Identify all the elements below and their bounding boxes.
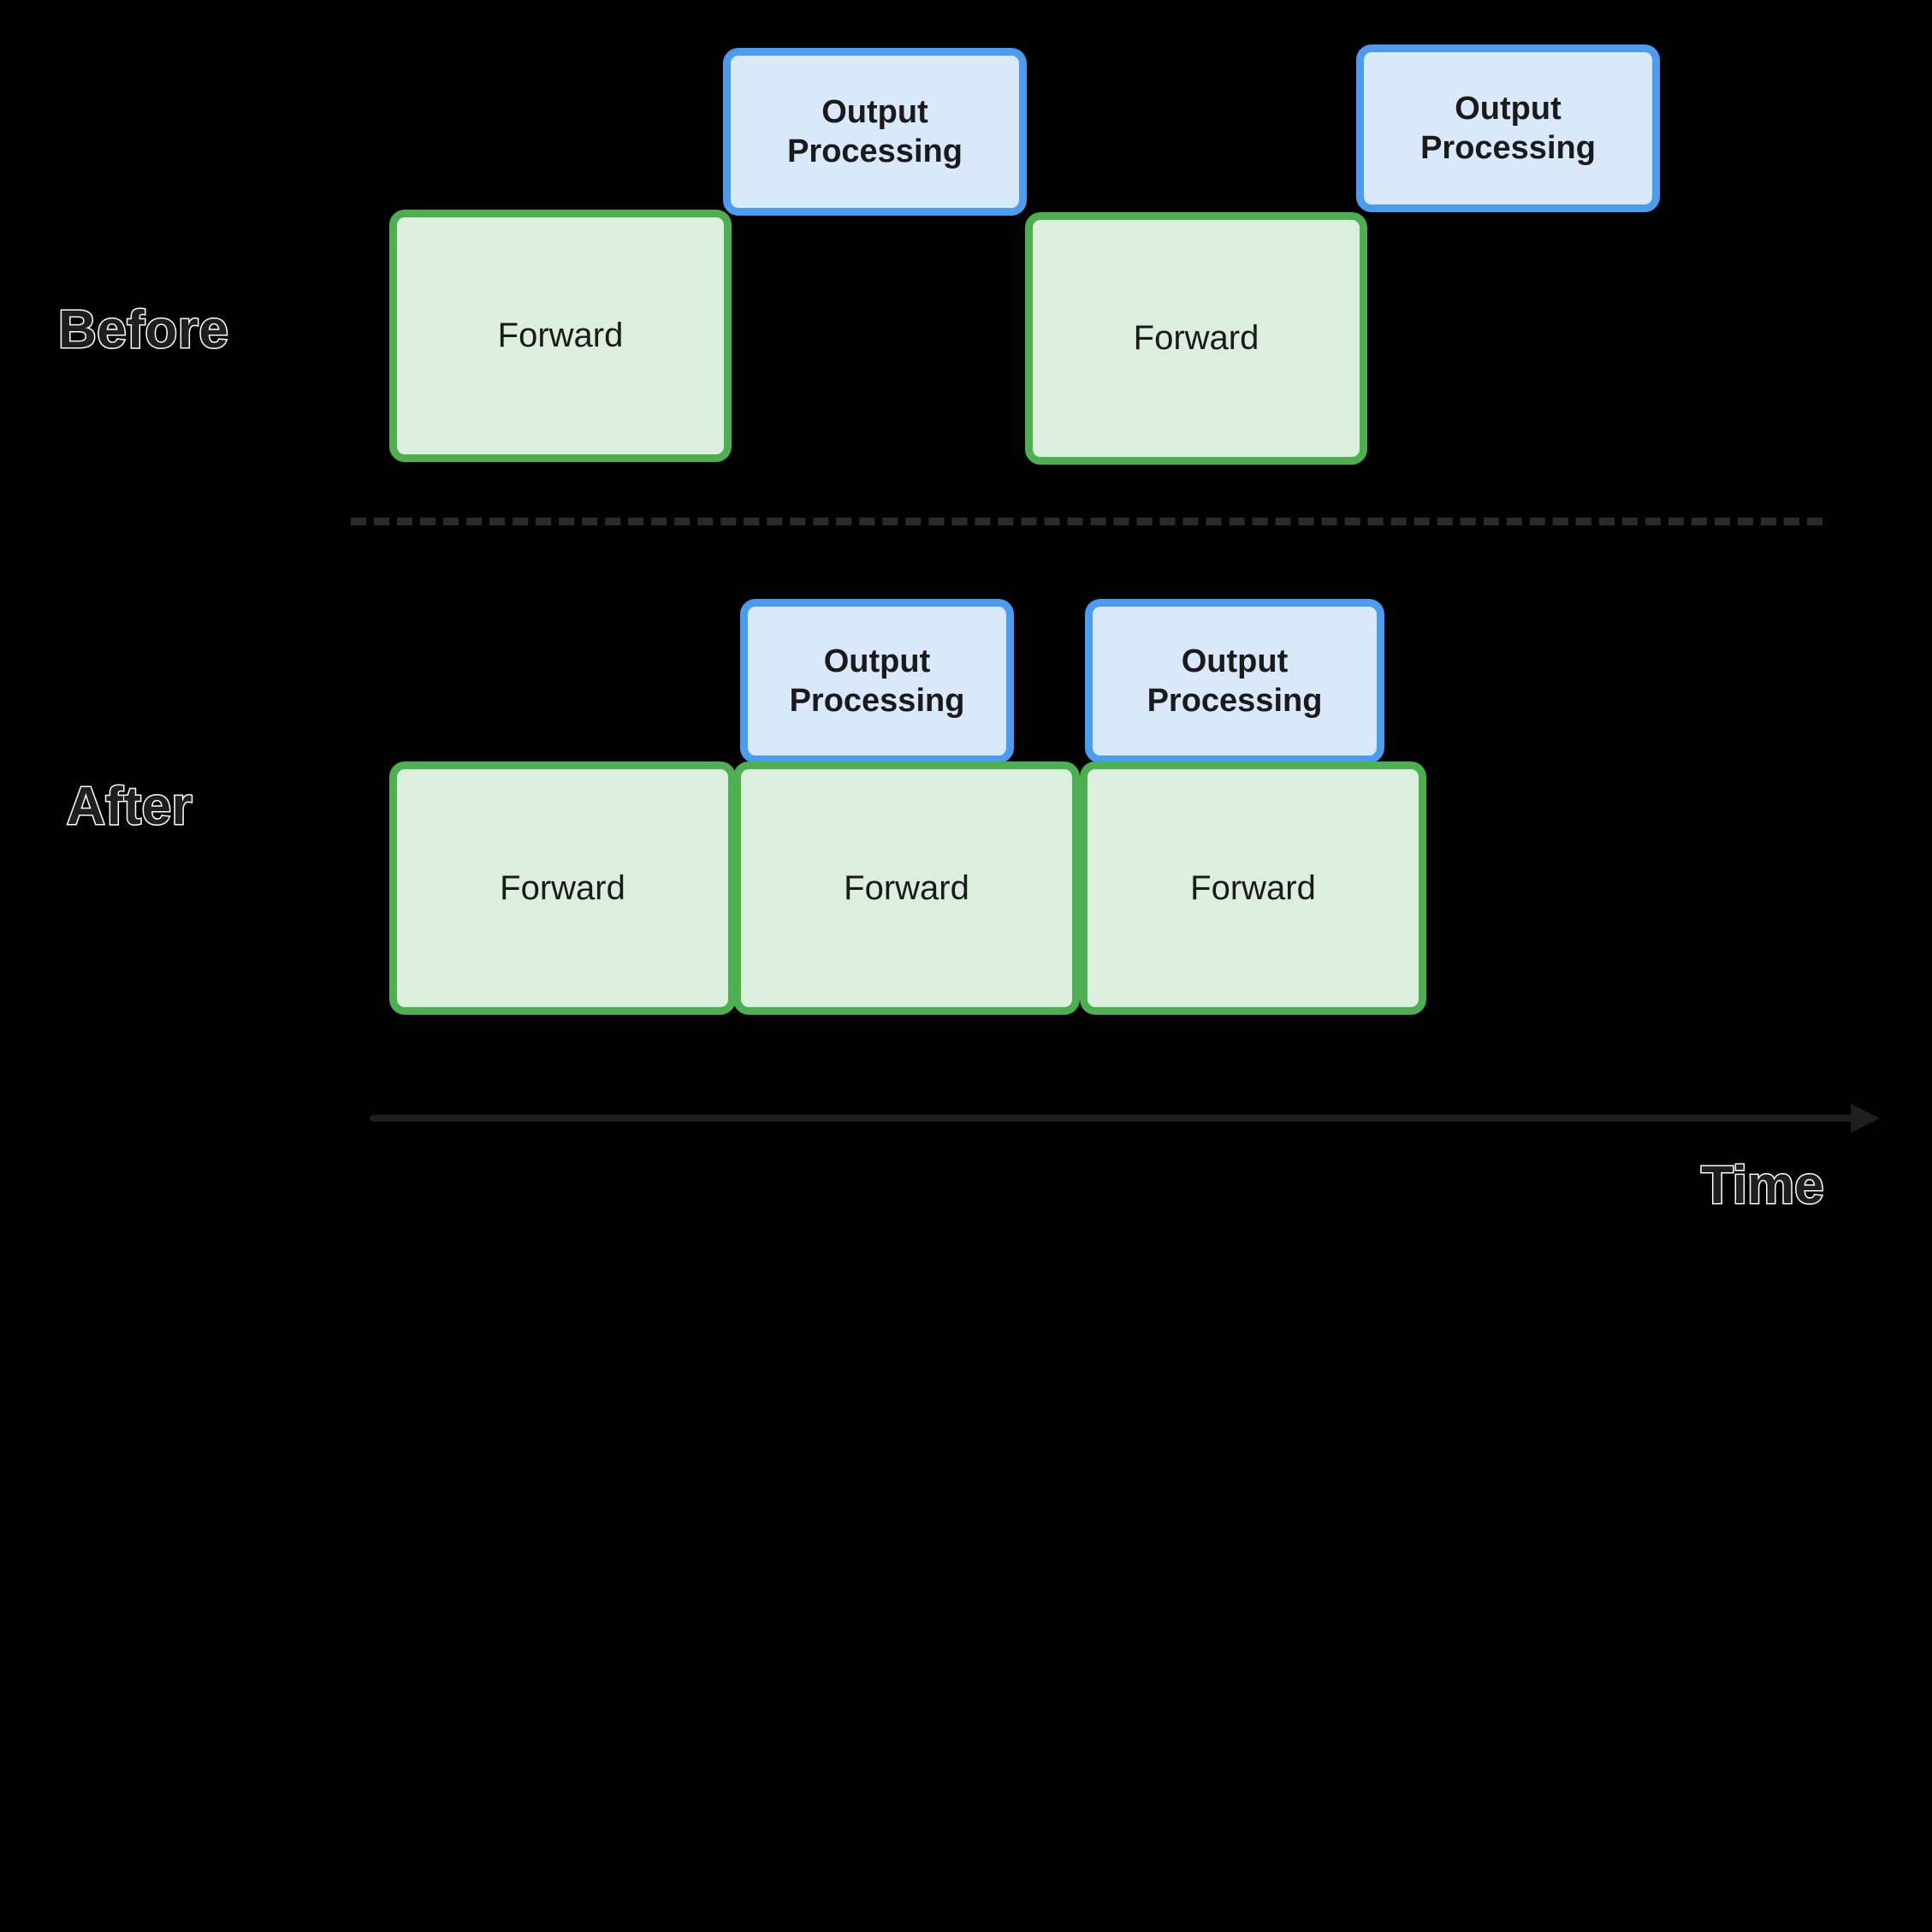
time-axis-label: Time — [1700, 1156, 1826, 1215]
row-label-after: After — [65, 777, 193, 836]
forward-block-label: Forward — [1133, 319, 1259, 358]
forward-block-label: Forward — [1190, 868, 1316, 907]
output-processing-label-line2: Processing — [1147, 683, 1323, 719]
time-axis-arrowhead-icon — [1851, 1104, 1880, 1133]
output-processing-label-line2: Processing — [1420, 130, 1596, 166]
output-processing-label-line1: Output — [821, 93, 928, 130]
output-processing-label-line1: Output — [823, 643, 931, 679]
forward-block-label: Forward — [497, 317, 624, 355]
forward-block-label: Forward — [844, 868, 969, 907]
forward-block: Forward — [1080, 762, 1426, 1015]
forward-block: Forward — [733, 762, 1080, 1015]
output-processing-label-line1: Output — [1181, 643, 1289, 679]
output-processing-label-line1: Output — [1455, 90, 1562, 127]
section-divider — [351, 518, 1822, 525]
forward-block: Forward — [389, 210, 732, 462]
forward-block: Forward — [389, 762, 736, 1015]
row-label-before: Before — [56, 300, 229, 359]
output-processing-label-line2: Processing — [787, 133, 963, 169]
output-processing-label-line2: Processing — [789, 683, 965, 719]
forward-block-label: Forward — [500, 868, 625, 907]
forward-block: Forward — [1025, 212, 1367, 465]
time-axis-line — [370, 1115, 1854, 1122]
